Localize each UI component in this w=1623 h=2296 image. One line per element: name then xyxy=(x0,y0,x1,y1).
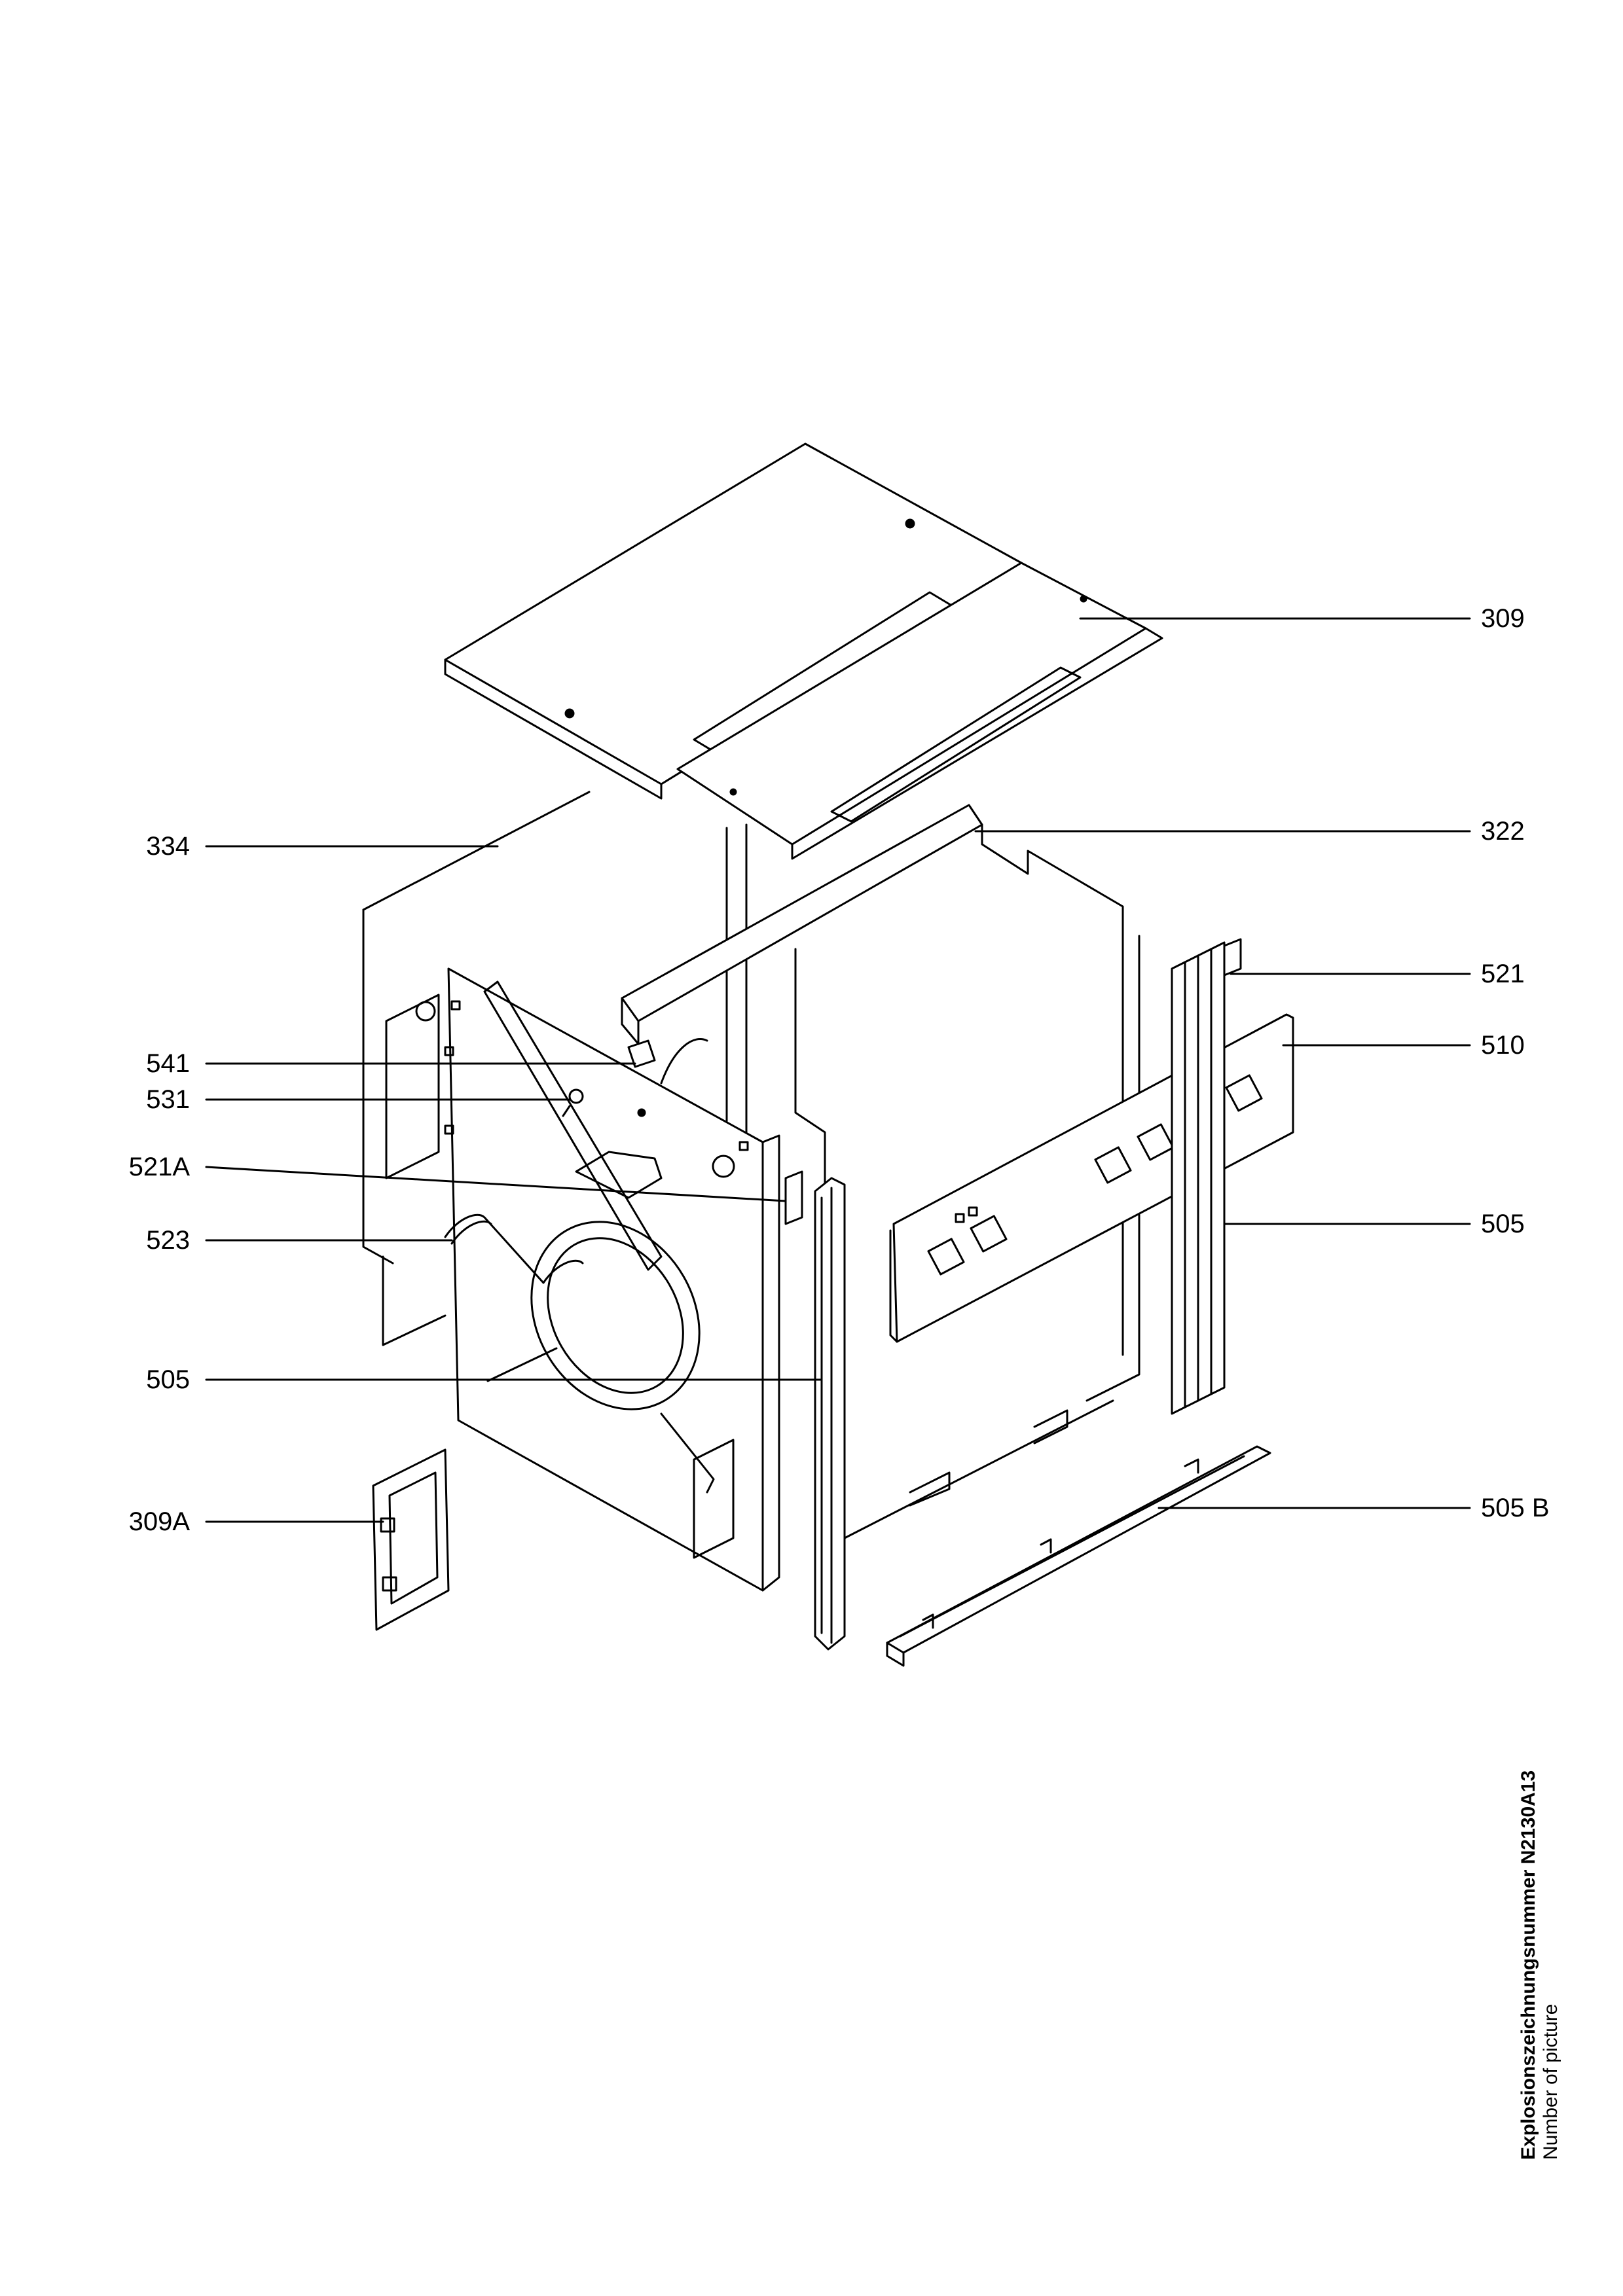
top-cover-part-309 xyxy=(444,442,1163,860)
picture-number-block: Explosionszeichnungsnummer N2130A13 Numb… xyxy=(1518,1770,1562,2160)
label-309a: 309A xyxy=(128,1507,190,1536)
picture-number-title: Explosionszeichnungsnummer N2130A13 xyxy=(1518,1770,1539,2160)
label-505b: 505 B xyxy=(1481,1494,1550,1522)
bottom-trim-part-505b xyxy=(886,1445,1271,1667)
leader-lines xyxy=(205,617,1471,1523)
fittings xyxy=(415,1001,803,1225)
trim-strip-left-part-505 xyxy=(814,1177,846,1651)
label-541: 541 xyxy=(146,1049,190,1078)
label-322: 322 xyxy=(1481,817,1525,846)
label-505-left: 505 xyxy=(146,1365,190,1394)
control-panel-part-510 xyxy=(889,1013,1294,1343)
label-521a: 521A xyxy=(128,1153,190,1181)
picture-number-subtitle: Number of picture xyxy=(1540,2003,1561,2160)
label-309: 309 xyxy=(1481,604,1525,633)
hinge-wire-part-523 xyxy=(444,1213,584,1284)
label-531: 531 xyxy=(146,1085,190,1114)
label-334: 334 xyxy=(146,832,190,861)
frame-part-322 xyxy=(621,804,1140,1539)
label-521: 521 xyxy=(1481,960,1525,988)
label-523: 523 xyxy=(146,1226,190,1255)
side-panel xyxy=(385,967,780,1592)
trim-strip-right-part-505 xyxy=(1171,938,1242,1415)
label-505-right: 505 xyxy=(1481,1210,1525,1238)
label-510: 510 xyxy=(1481,1031,1525,1060)
bracket-part-309a xyxy=(372,1448,450,1631)
